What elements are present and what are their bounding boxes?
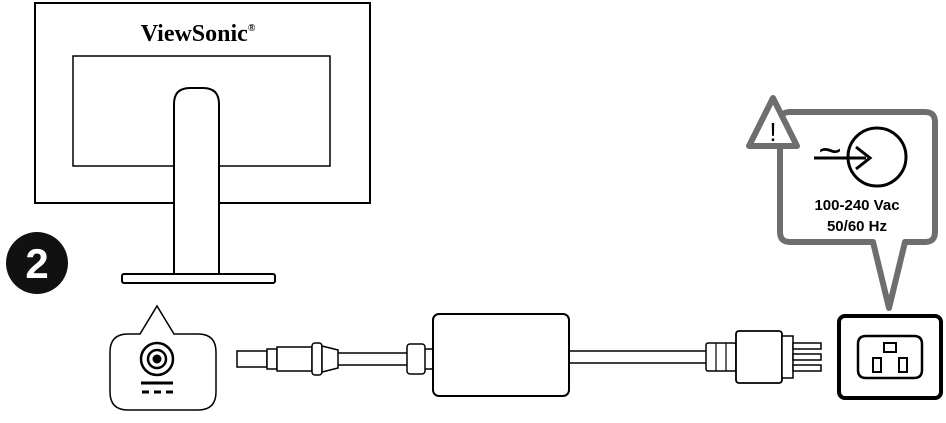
step-number: 2 bbox=[25, 240, 48, 287]
warning-triangle-icon: ! bbox=[746, 95, 800, 149]
ac-plug-prongs bbox=[792, 342, 822, 372]
ac-plug-head bbox=[735, 330, 783, 384]
adapter-left-boot bbox=[406, 343, 426, 375]
power-spec-callout: ~ 100-240 Vac 50/60 Hz bbox=[777, 109, 938, 311]
ac-socket-icon bbox=[856, 334, 924, 380]
ac-socket bbox=[837, 314, 943, 400]
monitor-stand-base bbox=[121, 273, 276, 284]
registered-mark: ® bbox=[248, 23, 256, 34]
ac-plug-boot bbox=[705, 342, 737, 372]
power-voltage-label: 100-240 Vac bbox=[814, 197, 899, 214]
dc-plug-tip bbox=[236, 350, 268, 368]
brand-logo: ViewSonic® bbox=[141, 21, 256, 47]
dc-plug-collar bbox=[266, 348, 278, 370]
brand-name: ViewSonic bbox=[141, 21, 248, 47]
dc-port-callout bbox=[109, 304, 217, 411]
ac-symbol: ~ bbox=[818, 129, 841, 173]
dc-power-port-icon bbox=[139, 341, 175, 394]
dc-plug-strain-relief bbox=[311, 342, 323, 376]
dc-plug-body bbox=[276, 346, 313, 372]
ac-plug-face bbox=[781, 335, 794, 379]
dc-cable bbox=[338, 352, 407, 366]
ac-cable bbox=[569, 350, 706, 364]
monitor: ViewSonic® bbox=[34, 2, 371, 284]
step-badge-circle bbox=[6, 232, 68, 294]
power-adapter bbox=[406, 313, 570, 397]
power-frequency-label: 50/60 Hz bbox=[827, 218, 887, 235]
warning-symbol: ! bbox=[769, 117, 776, 147]
ac-power-input-icon: ~ bbox=[814, 126, 908, 188]
monitor-stand-neck bbox=[173, 87, 220, 275]
step-badge: 2 bbox=[6, 232, 68, 294]
adapter-body bbox=[432, 313, 570, 397]
dc-plug-boot bbox=[321, 345, 339, 373]
dc-plug bbox=[236, 342, 339, 376]
ac-plug bbox=[705, 330, 822, 384]
